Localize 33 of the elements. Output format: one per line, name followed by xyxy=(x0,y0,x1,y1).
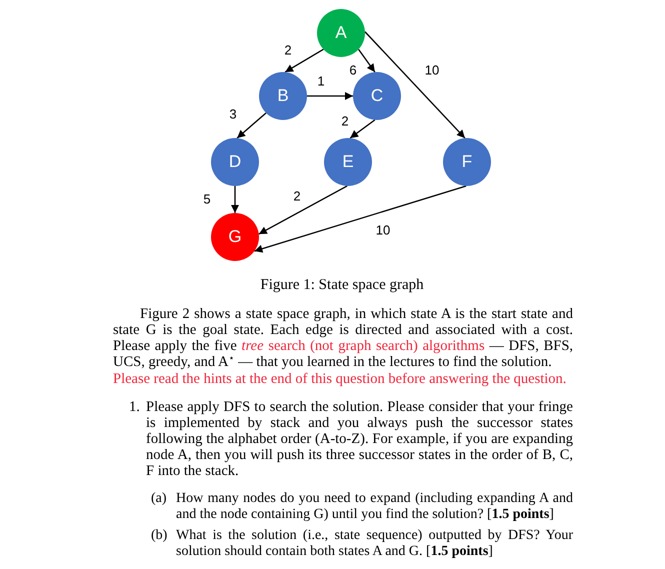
sub-item-label: (b) xyxy=(151,528,168,544)
arrow xyxy=(307,92,353,100)
state-circle: A xyxy=(317,9,365,57)
sub-question-text: How many nodes do you need to expand (including expanding A and and the node containing G) until you find the solution? [1.5 points] xyxy=(176,491,573,523)
sub-item-label: (a) xyxy=(151,491,167,507)
arrow xyxy=(231,186,239,213)
edge-label: 2 xyxy=(340,114,350,128)
edge-label: 3 xyxy=(228,106,238,122)
arrow xyxy=(364,31,466,139)
state-circle: F xyxy=(443,138,491,186)
state-circle: B xyxy=(259,72,307,120)
state-circle: E xyxy=(324,138,372,186)
hint-note: Please read the hints at the end of this question before answering the question. xyxy=(113,371,566,387)
edge-label: 10 xyxy=(424,62,440,78)
arrow xyxy=(358,48,376,72)
state-circle: G xyxy=(211,213,259,261)
arrow xyxy=(236,112,266,139)
edge-label: 5 xyxy=(202,192,212,206)
edge-label: 2 xyxy=(283,42,293,58)
figure-caption: Figure 1: State space graph xyxy=(260,276,424,294)
arrow xyxy=(284,48,324,73)
sub-question-text: What is the solution (i.e., state sequence) outputted by DFS? Your solution should contain both states A and G. [1.5 points] xyxy=(176,528,573,560)
edge-label: 6 xyxy=(348,62,358,78)
list-number: 1. xyxy=(129,399,140,415)
arrow xyxy=(254,185,466,253)
edge-label: 2 xyxy=(292,188,302,204)
state-circle: D xyxy=(211,138,259,186)
arrow xyxy=(258,185,348,235)
edge-label: 1 xyxy=(316,74,326,88)
question-text: Please apply DFS to search the solution. Please consider that your fringe is implemented by stack and you always push the successor states following the alphabet order (A-to-Z). For example, if you are expanding node A, then you will push its three successor states in the order of B, C, F into the stack. xyxy=(146,399,573,479)
arrow xyxy=(350,119,376,139)
intro-paragraph: Figure 2 shows a state space graph, in which state A is the start state and state G is the goal state. Each edge is directed and associated with a cost. Please apply the five tree search (not graph search) algorithms — DFS, BFS, UCS, greedy, and A$^{⋆}$ — that you learned in the lectures to find the solution. xyxy=(113,306,573,370)
edge-label: 10 xyxy=(374,222,392,238)
